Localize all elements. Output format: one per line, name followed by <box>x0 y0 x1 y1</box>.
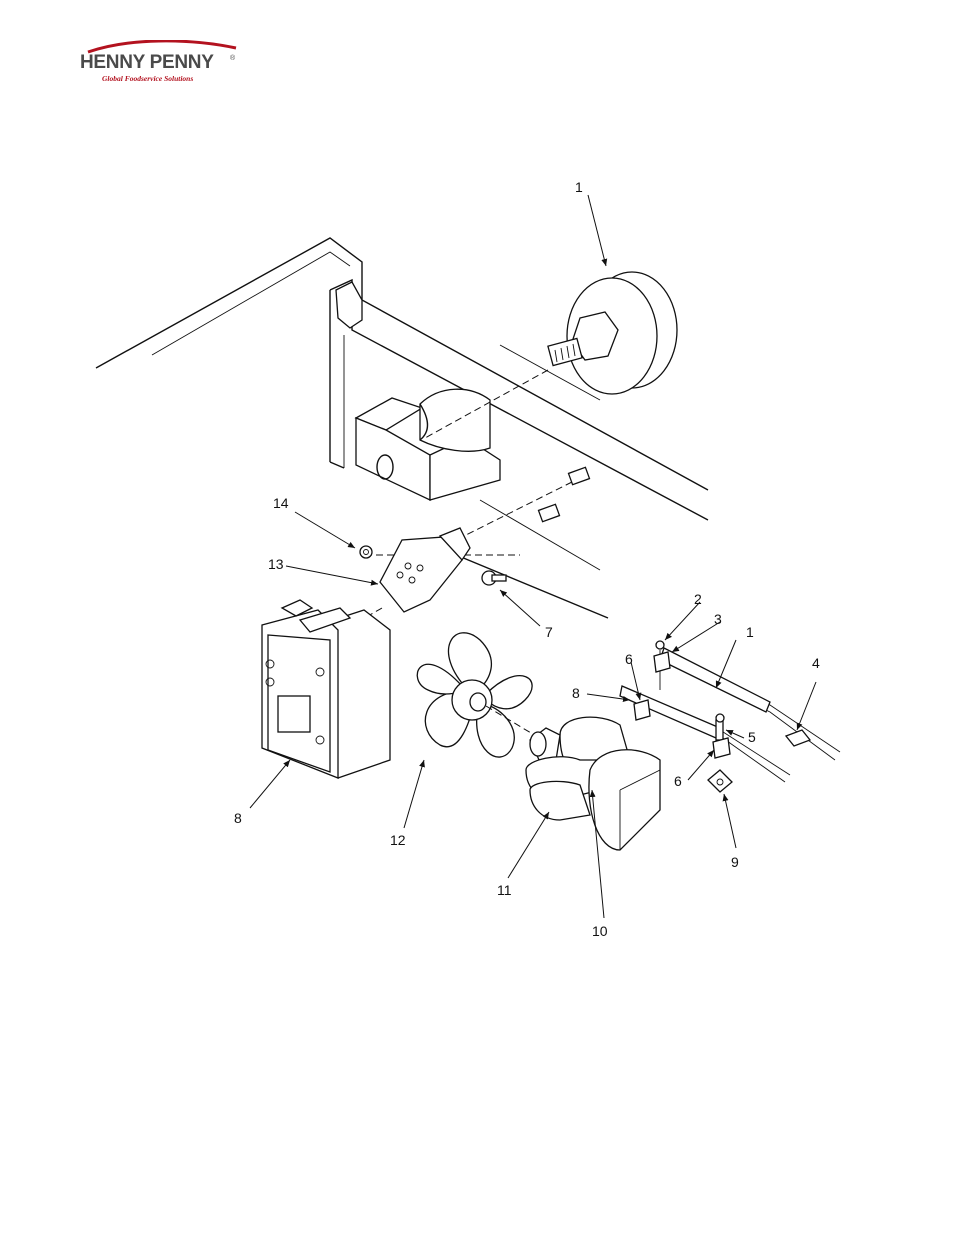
callout-13: 13 <box>268 556 284 572</box>
part-8-control-box <box>261 599 391 779</box>
part-6-clamp-a <box>633 699 651 721</box>
callout-8-harness: 8 <box>572 685 580 701</box>
callout-1-gauge: 1 <box>575 179 583 195</box>
callout-14: 14 <box>273 495 289 511</box>
part-10-motor-mount-band <box>588 749 661 851</box>
callout-6-lower: 6 <box>674 773 682 789</box>
fan-shroud-bracket <box>354 388 501 502</box>
callout-6-upper: 6 <box>625 651 633 667</box>
henny-penny-logo: HENNY PENNY ® Global Foodservice Solutio… <box>80 40 237 83</box>
part-9-clip <box>707 769 733 793</box>
callout-1-harness: 1 <box>746 624 754 640</box>
part-6-clamp-b <box>712 737 731 759</box>
part-5-screw <box>715 713 725 741</box>
axis-line-upper <box>424 369 549 439</box>
logo-registered-mark: ® <box>230 54 236 62</box>
callout-9: 9 <box>731 854 739 870</box>
logo-tagline: Global Foodservice Solutions <box>102 74 193 83</box>
callout-5: 5 <box>748 729 756 745</box>
callout-3: 3 <box>714 611 722 627</box>
callout-11: 11 <box>497 882 512 898</box>
part-14-nut <box>359 545 373 559</box>
callout-7: 7 <box>545 624 553 640</box>
callout-10: 10 <box>592 923 608 939</box>
part-4-terminal <box>784 729 812 747</box>
axis-line-fan <box>485 705 537 737</box>
part-13-motor-bracket <box>379 527 471 613</box>
part-1-gauge <box>547 271 678 395</box>
part-3-clamp <box>653 651 671 673</box>
logo-brand-text: HENNY PENNY <box>80 52 214 73</box>
callout-12: 12 <box>390 832 406 848</box>
callout-4: 4 <box>812 655 820 671</box>
logo-swoosh <box>87 40 237 54</box>
standoffs <box>537 466 591 523</box>
leader-lines <box>249 194 817 919</box>
part-12-fan-blade <box>416 632 533 758</box>
callout-2: 2 <box>694 591 702 607</box>
callout-8-control-box: 8 <box>234 810 242 826</box>
callout-labels: 1 14 13 7 2 3 1 4 6 8 5 6 8 12 11 10 9 <box>234 179 820 939</box>
part-7-screw <box>481 570 507 586</box>
cabinet-frame <box>95 237 709 619</box>
